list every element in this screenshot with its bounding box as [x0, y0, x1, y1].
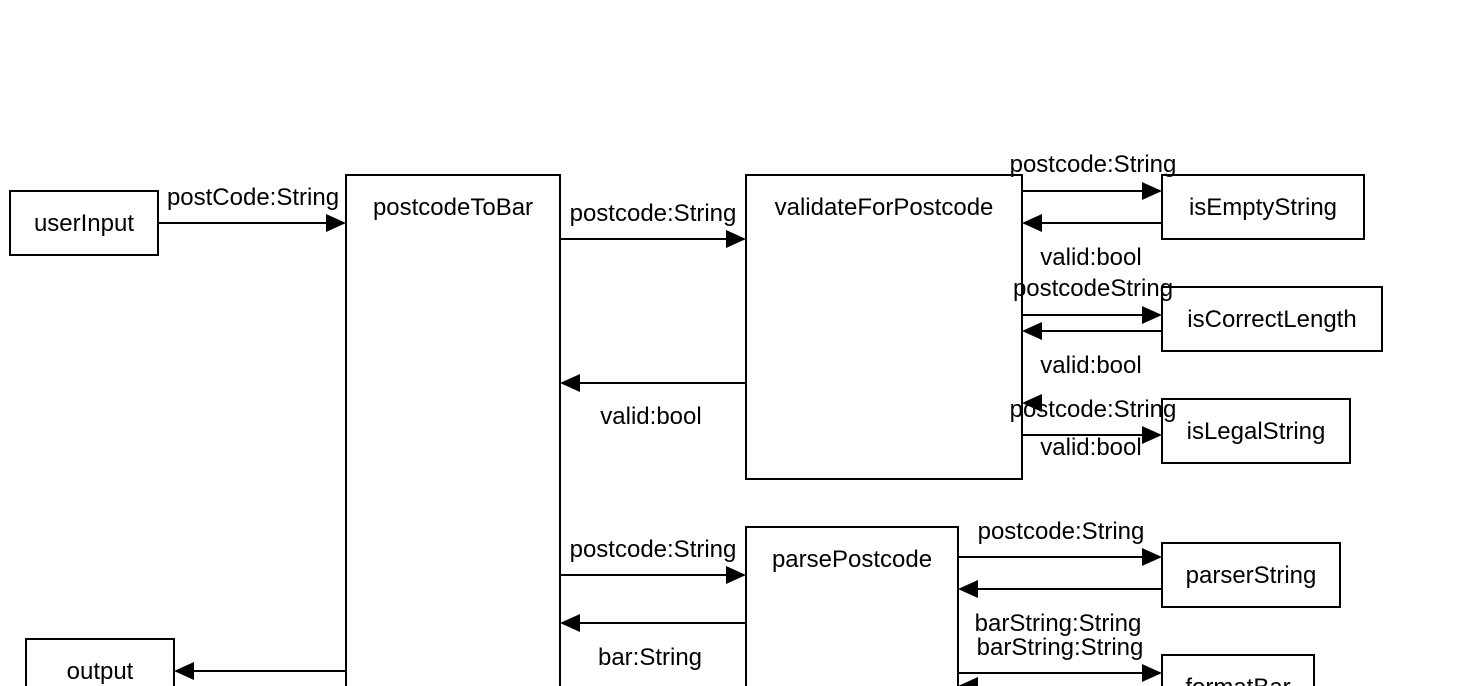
- edge-label: valid:bool: [1040, 244, 1141, 271]
- edge-label: postcode:String: [978, 518, 1145, 545]
- node-isemptystring: isEmptyString: [1161, 174, 1365, 240]
- node-box: [1161, 174, 1365, 240]
- edge-label: postcode:String: [570, 200, 737, 227]
- node-label: isLegalString: [1187, 418, 1326, 445]
- node-islegalstring: isLegalString: [1161, 398, 1351, 464]
- node-label: isEmptyString: [1189, 194, 1337, 221]
- node-formatbar: formatBar: [1161, 654, 1315, 686]
- node-parsepostcode: parsePostcode: [745, 526, 959, 686]
- arrowhead-right: [726, 566, 746, 584]
- edge-label: valid:bool: [1040, 434, 1141, 461]
- edge-label: postcode:String: [570, 536, 737, 563]
- node-label: postcodeToBar: [373, 194, 533, 221]
- arrowhead-right: [726, 230, 746, 248]
- edge-label: barString:String: [977, 634, 1144, 661]
- node-box: [1161, 398, 1351, 464]
- edge-label: postcodeString: [1013, 275, 1173, 302]
- node-label: isCorrectLength: [1187, 306, 1356, 333]
- arrowhead-right: [1142, 306, 1162, 324]
- node-box: [1161, 542, 1341, 608]
- arrowhead-left: [958, 677, 978, 686]
- node-label: parsePostcode: [772, 546, 932, 573]
- arrowhead-left: [1022, 214, 1042, 232]
- arrowhead-right: [1142, 664, 1162, 682]
- arrowhead-left: [174, 662, 194, 680]
- edge-label: valid:bool: [600, 403, 701, 430]
- edge-label: postCode:String: [167, 184, 339, 211]
- edge-label: postcode:String: [1010, 396, 1177, 423]
- node-box: [745, 174, 1023, 480]
- edge-label: postcode:String: [1010, 151, 1177, 178]
- edge-label: valid:bool: [1040, 352, 1141, 379]
- arrowhead-right: [1142, 548, 1162, 566]
- node-box: [745, 526, 959, 686]
- node-box: [9, 190, 159, 256]
- node-label: userInput: [34, 210, 134, 237]
- arrowhead-left: [560, 614, 580, 632]
- node-label: output: [67, 658, 134, 685]
- edge-label: barString:String: [975, 610, 1142, 637]
- arrowhead-left: [1022, 322, 1042, 340]
- node-label: validateForPostcode: [775, 194, 994, 221]
- node-iscorrectlength: isCorrectLength: [1161, 286, 1383, 352]
- node-box: [1161, 654, 1315, 686]
- node-box: [345, 174, 561, 686]
- node-postcodetobar: postcodeToBar: [345, 174, 561, 686]
- node-parserstring: parserString: [1161, 542, 1341, 608]
- arrowhead-right: [326, 214, 346, 232]
- node-userinput: userInput: [9, 190, 159, 256]
- node-box: [1161, 286, 1383, 352]
- arrowhead-right: [1142, 426, 1162, 444]
- arrowhead-left: [1022, 394, 1042, 412]
- node-validateforpostcode: validateForPostcode: [745, 174, 1023, 480]
- node-output: output: [25, 638, 175, 686]
- arrowhead-right: [1142, 182, 1162, 200]
- arrowhead-left: [958, 580, 978, 598]
- edge-label: bar:String: [598, 644, 702, 671]
- node-box: [25, 638, 175, 686]
- arrowhead-left: [560, 374, 580, 392]
- node-label: parserString: [1186, 562, 1317, 589]
- node-label: formatBar: [1185, 674, 1290, 686]
